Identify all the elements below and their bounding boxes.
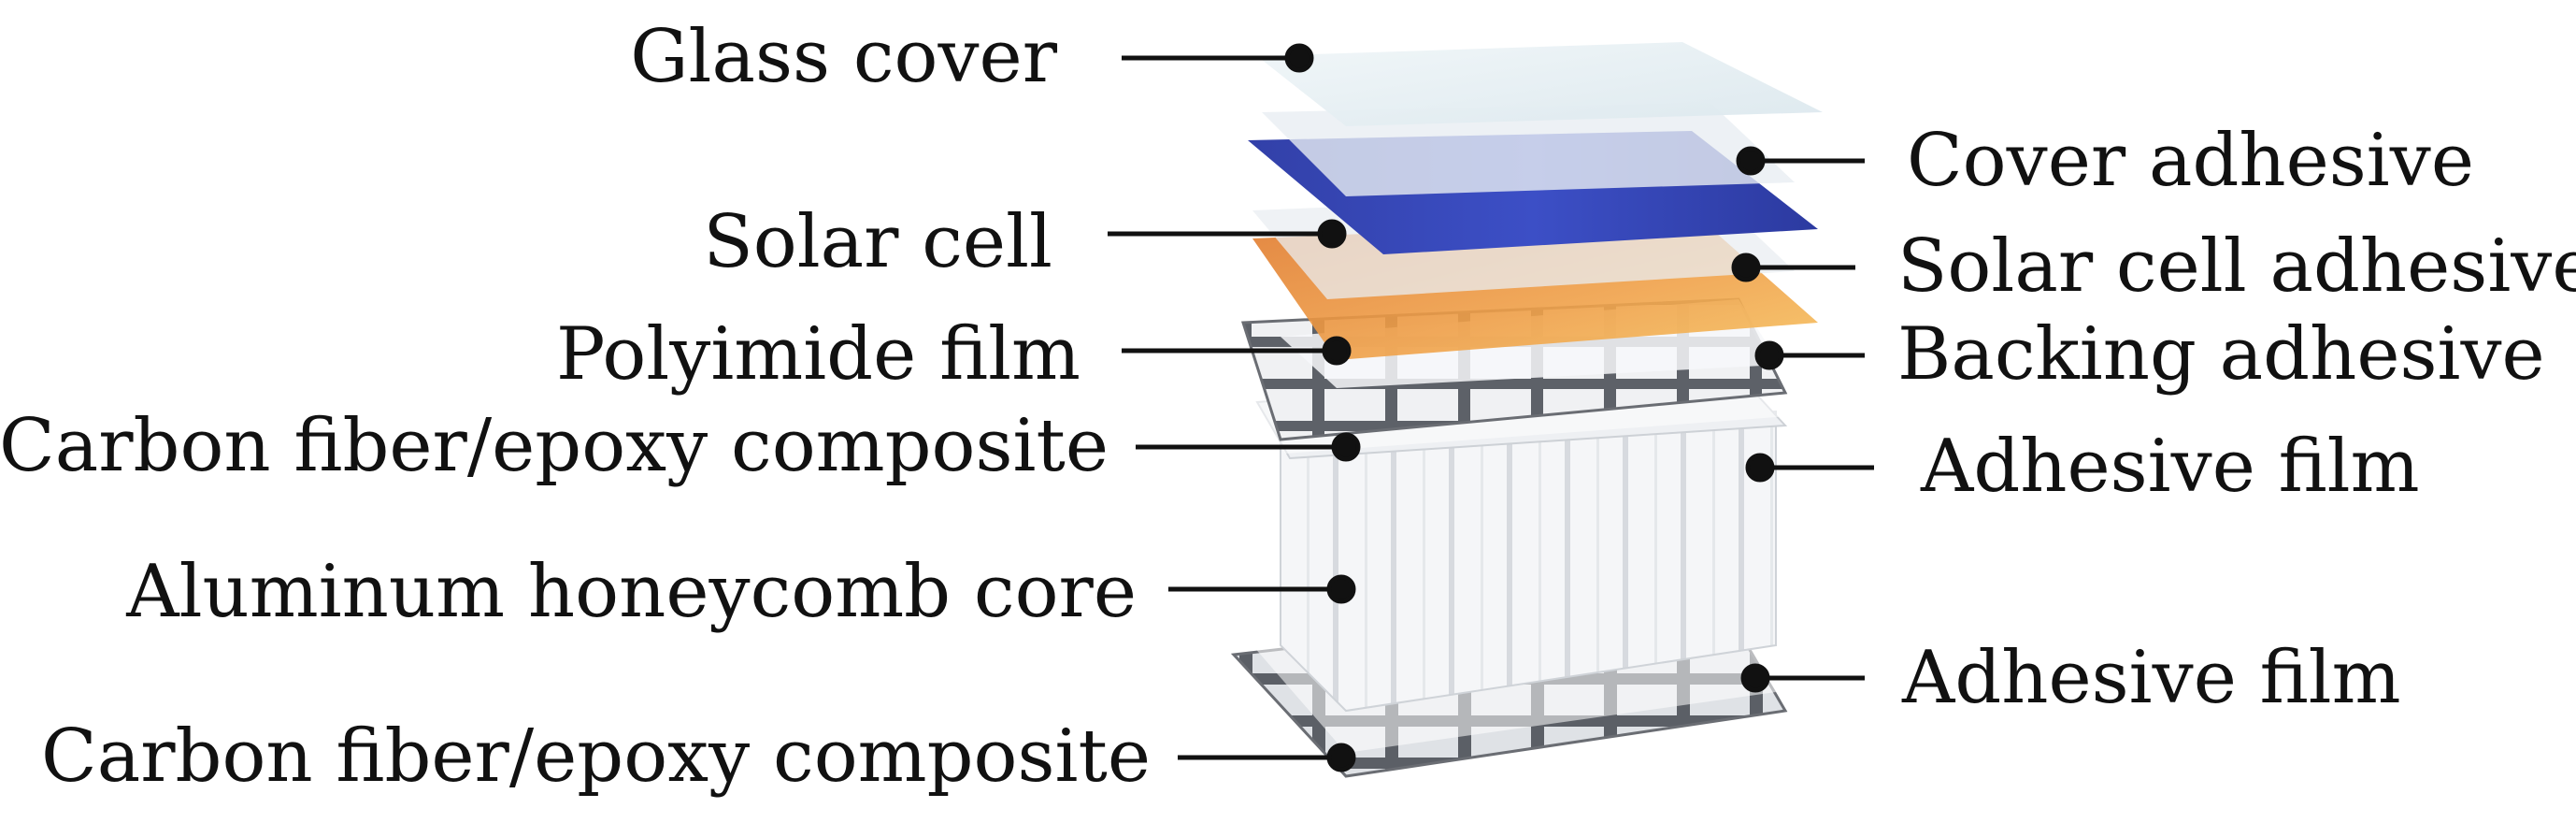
leader-dot (1317, 219, 1347, 249)
leader-dot (1322, 336, 1352, 366)
cover-adhesive-layer (1262, 103, 1795, 196)
label-adhesive-film-lower: Adhesive film (1902, 636, 2401, 720)
label-solar-cell-adhesive: Solar cell adhesive (1897, 224, 2576, 309)
label-aluminum-honeycomb-core: Aluminum honeycomb core (126, 550, 1137, 634)
leader-dot (1326, 574, 1356, 604)
label-solar-cell: Solar cell (703, 200, 1052, 284)
leader-dot (1284, 43, 1314, 73)
left-leader-lines (1108, 43, 1361, 772)
label-glass-cover: Glass cover (630, 15, 1057, 99)
label-carbon-fiber-epoxy-top: Carbon fiber/epoxy composite (0, 404, 1109, 488)
label-backing-adhesive: Backing adhesive (1897, 312, 2545, 397)
glass-cover-layer (1257, 42, 1823, 126)
leader-dot (1331, 432, 1361, 462)
leader-dot (1326, 743, 1356, 772)
label-polyimide-film: Polyimide film (556, 312, 1080, 397)
label-cover-adhesive: Cover adhesive (1907, 119, 2474, 203)
label-carbon-fiber-epoxy-bottom: Carbon fiber/epoxy composite (41, 714, 1151, 799)
label-adhesive-film-upper: Adhesive film (1921, 425, 2420, 509)
right-leader-lines (1731, 146, 1874, 693)
